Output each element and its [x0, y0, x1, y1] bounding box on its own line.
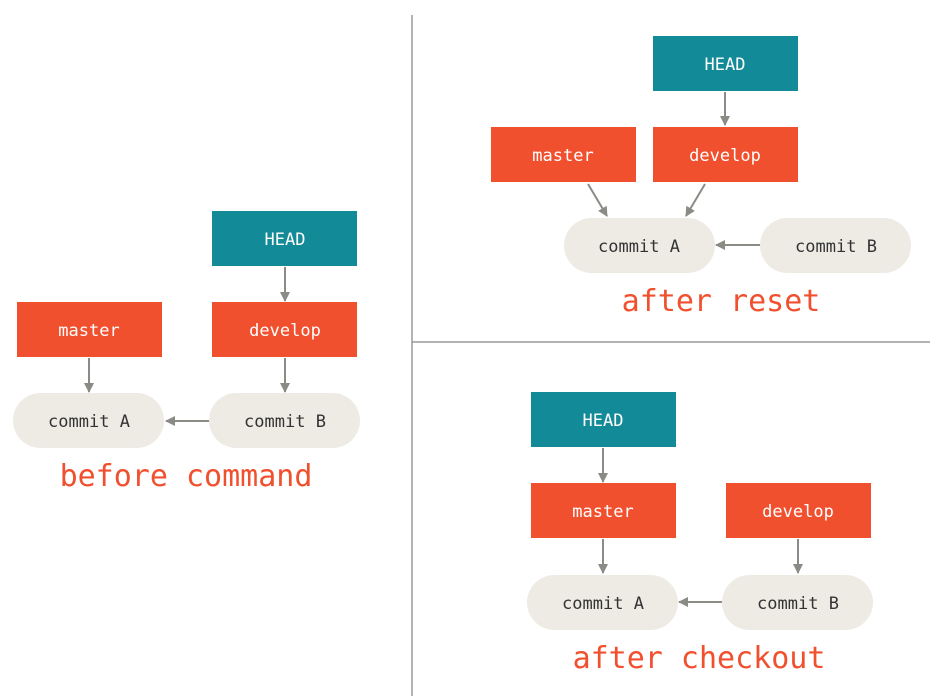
- panel-after-checkout: HEAD master develop commit A commit B af…: [527, 392, 873, 676]
- branch-master-label: master: [58, 321, 119, 341]
- commit-b-node: [209, 393, 360, 448]
- branch-master-label: master: [532, 146, 593, 166]
- branch-develop-box: [726, 483, 871, 538]
- commit-b-label: commit B: [757, 594, 839, 614]
- branch-develop-box: [212, 302, 357, 357]
- panel-before: HEAD master develop commit A commit B be…: [13, 211, 360, 494]
- branch-master-label: master: [572, 502, 633, 522]
- branch-master-box: [17, 302, 162, 357]
- head-label: HEAD: [705, 55, 746, 75]
- head-label: HEAD: [583, 411, 624, 431]
- branch-develop-box: [653, 127, 798, 182]
- branch-master-box: [491, 127, 636, 182]
- commit-a-node: [527, 575, 678, 630]
- commit-a-node: [564, 218, 715, 273]
- caption-after-reset: after reset: [622, 284, 821, 319]
- commit-b-label: commit B: [244, 412, 326, 432]
- head-box: [653, 36, 798, 91]
- commit-a-node: [13, 393, 164, 448]
- caption-before-command: before command: [60, 459, 313, 494]
- branch-develop-label: develop: [762, 502, 834, 522]
- head-label: HEAD: [265, 230, 306, 250]
- branch-develop-label: develop: [249, 321, 321, 341]
- commit-a-label: commit A: [48, 412, 130, 432]
- commit-a-label: commit A: [562, 594, 644, 614]
- arrow-master-to-commit-a: [587, 183, 608, 217]
- panel-after-reset: HEAD master develop commit A commit B af…: [491, 36, 911, 319]
- head-box: [531, 392, 676, 447]
- commit-b-label: commit B: [795, 237, 877, 257]
- branch-master-box: [531, 483, 676, 538]
- commit-a-label: commit A: [598, 237, 680, 257]
- commit-b-node: [760, 218, 911, 273]
- branch-develop-label: develop: [689, 146, 761, 166]
- arrow-develop-to-commit-a: [685, 183, 706, 217]
- caption-after-checkout: after checkout: [573, 641, 826, 676]
- head-box: [212, 211, 357, 266]
- commit-b-node: [722, 575, 873, 630]
